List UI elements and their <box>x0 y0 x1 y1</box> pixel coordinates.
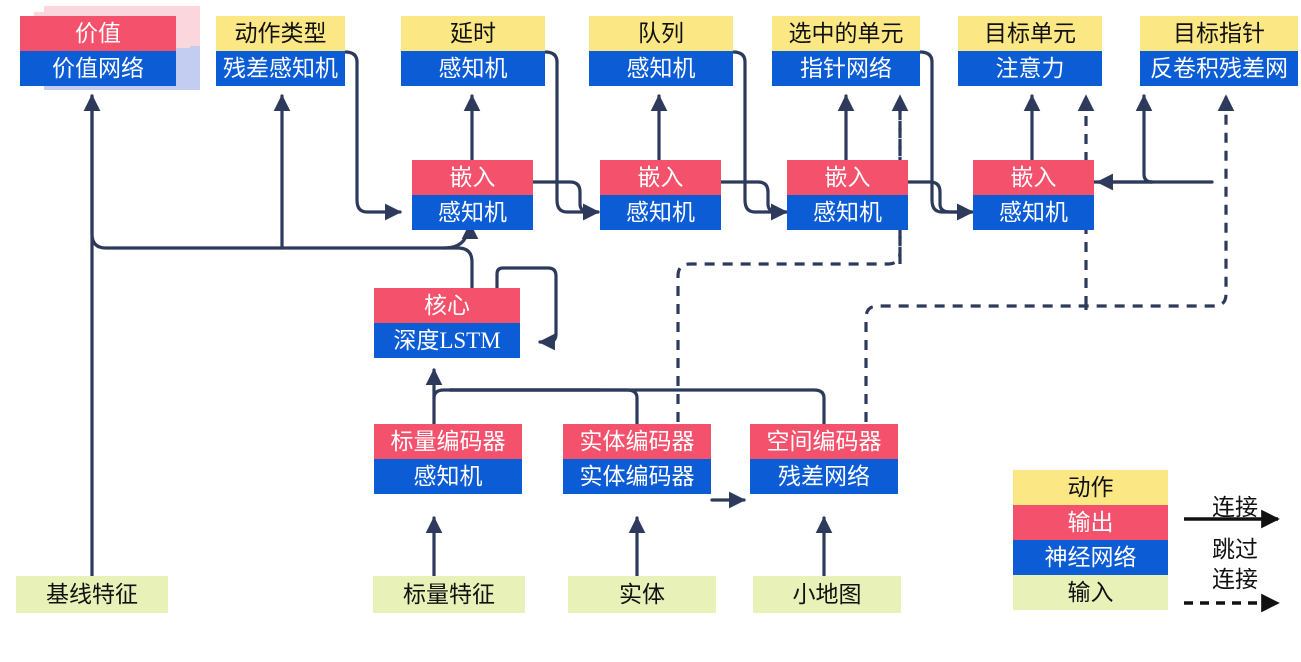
node-embed-4[interactable]: 嵌入 感知机 <box>973 160 1094 230</box>
wire-core-self-loop <box>495 266 558 351</box>
node-value[interactable]: 价值 价值网络 <box>20 16 176 86</box>
wire-action-type-to-embed1 <box>343 50 402 221</box>
node-selected-units-bottom-label: 指针网络 <box>772 51 920 86</box>
node-scalar-encoder[interactable]: 标量编码器 感知机 <box>374 424 522 494</box>
legend-swatch-output: 输出 <box>1013 505 1168 540</box>
legend-arrows <box>1184 509 1280 613</box>
wire-spatial-enc-to-bus <box>448 388 826 442</box>
node-delay[interactable]: 延时 感知机 <box>401 16 545 86</box>
legend-swatch-network: 神经网络 <box>1013 540 1168 575</box>
node-embed-4-top-label: 嵌入 <box>973 160 1094 195</box>
node-value-top-label: 价值 <box>20 16 176 51</box>
node-embed-1-bottom-label: 感知机 <box>412 195 533 230</box>
node-action-type-bottom-label: 残差感知机 <box>216 51 345 86</box>
node-embed-3-top-label: 嵌入 <box>787 160 908 195</box>
node-target-unit-bottom-label: 注意力 <box>958 51 1102 86</box>
node-target-unit-top-label: 目标单元 <box>958 16 1102 51</box>
node-embed-3[interactable]: 嵌入 感知机 <box>787 160 908 230</box>
node-embed-2[interactable]: 嵌入 感知机 <box>600 160 721 230</box>
node-embed-1-top-label: 嵌入 <box>412 160 533 195</box>
node-queue-top-label: 队列 <box>589 16 733 51</box>
node-target-point[interactable]: 目标指针 反卷积残差网 <box>1140 16 1298 86</box>
node-embed-3-bottom-label: 感知机 <box>787 195 908 230</box>
node-core[interactable]: 核心 深度LSTM <box>374 288 520 358</box>
node-action-type-top-label: 动作类型 <box>216 16 345 51</box>
node-queue-bottom-label: 感知机 <box>589 51 733 86</box>
legend-skip-label-line2: 连接 <box>1212 567 1258 592</box>
node-embed-1[interactable]: 嵌入 感知机 <box>412 160 533 230</box>
node-spatial-encoder-bottom-label: 残差网络 <box>750 459 898 494</box>
node-action-type[interactable]: 动作类型 残差感知机 <box>216 16 345 86</box>
node-delay-bottom-label: 感知机 <box>401 51 545 86</box>
node-core-bottom-label: 深度LSTM <box>374 323 520 358</box>
node-embed-2-bottom-label: 感知机 <box>600 195 721 230</box>
node-delay-top-label: 延时 <box>401 16 545 51</box>
wire-selected-units-to-embed4 <box>918 50 974 221</box>
wire-embed2-to-embed3 <box>719 180 788 221</box>
node-core-top-label: 核心 <box>374 288 520 323</box>
input-entities[interactable]: 实体 <box>568 576 716 613</box>
wire-queue-to-embed3 <box>731 50 788 221</box>
skip-entity-enc-to-selected-units <box>676 94 909 440</box>
legend-skip-label-line1: 跳过 <box>1212 537 1258 562</box>
node-embed-2-top-label: 嵌入 <box>600 160 721 195</box>
legend-connection-label: 连接 <box>1212 495 1258 520</box>
node-value-bottom-label: 价值网络 <box>20 51 176 86</box>
skip-spatial-enc-to-target-point <box>864 94 1235 440</box>
node-scalar-encoder-bottom-label: 感知机 <box>374 459 522 494</box>
node-selected-units-top-label: 选中的单元 <box>772 16 920 51</box>
node-scalar-encoder-top-label: 标量编码器 <box>374 424 522 459</box>
node-entity-encoder-top-label: 实体编码器 <box>563 424 711 459</box>
wire-embed3-to-embed4 <box>906 180 974 221</box>
node-spatial-encoder[interactable]: 空间编码器 残差网络 <box>750 424 898 494</box>
wire-embed4-right-to-target-point <box>1135 94 1214 184</box>
legend-swatch-action: 动作 <box>1013 470 1168 505</box>
node-selected-units[interactable]: 选中的单元 指针网络 <box>772 16 920 86</box>
node-target-point-top-label: 目标指针 <box>1140 16 1298 51</box>
node-target-unit[interactable]: 目标单元 注意力 <box>958 16 1102 86</box>
node-queue[interactable]: 队列 感知机 <box>589 16 733 86</box>
node-target-point-bottom-label: 反卷积残差网 <box>1140 51 1298 86</box>
input-baseline-features[interactable]: 基线特征 <box>16 576 168 613</box>
legend-swatch-input: 输入 <box>1013 575 1168 610</box>
wire-delay-to-embed2 <box>543 50 600 221</box>
input-scalar-features[interactable]: 标量特征 <box>373 576 525 613</box>
wire-embed1-to-embed2 <box>531 180 600 221</box>
input-minimap[interactable]: 小地图 <box>753 576 901 613</box>
node-entity-encoder[interactable]: 实体编码器 实体编码器 <box>563 424 711 494</box>
node-spatial-encoder-top-label: 空间编码器 <box>750 424 898 459</box>
legend-swatch-stack: 动作 输出 神经网络 输入 <box>1013 470 1168 610</box>
node-entity-encoder-bottom-label: 实体编码器 <box>563 459 711 494</box>
node-embed-4-bottom-label: 感知机 <box>973 195 1094 230</box>
